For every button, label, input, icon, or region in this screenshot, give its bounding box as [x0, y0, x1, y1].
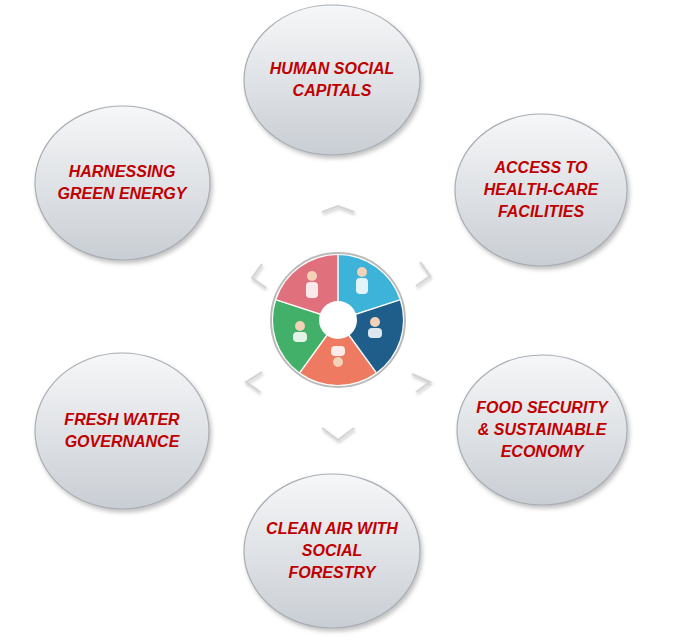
ellipse-outline — [241, 2, 423, 158]
ellipse-node: ACCESS TO HEALTH-CARE FACILITIES — [452, 111, 630, 269]
ellipse-node: HUMAN SOCIAL CAPITALS — [241, 2, 423, 158]
ellipse-node: CLEAN AIR WITH SOCIAL FORESTRY — [241, 471, 423, 631]
node-label: FRESH WATER GOVERNANCE — [56, 409, 188, 453]
node-label: HARNESSING GREEN ENERGY — [56, 161, 188, 205]
node-label: HUMAN SOCIAL CAPITALS — [266, 58, 398, 102]
hub-wheel — [271, 253, 405, 387]
chevron-arrows — [246, 206, 430, 440]
ellipse-node: HARNESSING GREEN ENERGY — [32, 103, 213, 263]
ellipse-node: FRESH WATER GOVERNANCE — [32, 350, 212, 512]
ellipse-outline — [32, 350, 212, 512]
node-label: ACCESS TO HEALTH-CARE FACILITIES — [475, 157, 607, 223]
node-label: FOOD SECURITY & SUSTAINABLE ECONOMY — [476, 397, 608, 463]
ellipse-node: FOOD SECURITY & SUSTAINABLE ECONOMY — [454, 352, 630, 508]
node-label: CLEAN AIR WITH SOCIAL FORESTRY — [266, 518, 398, 584]
ellipse-outline — [32, 103, 213, 263]
